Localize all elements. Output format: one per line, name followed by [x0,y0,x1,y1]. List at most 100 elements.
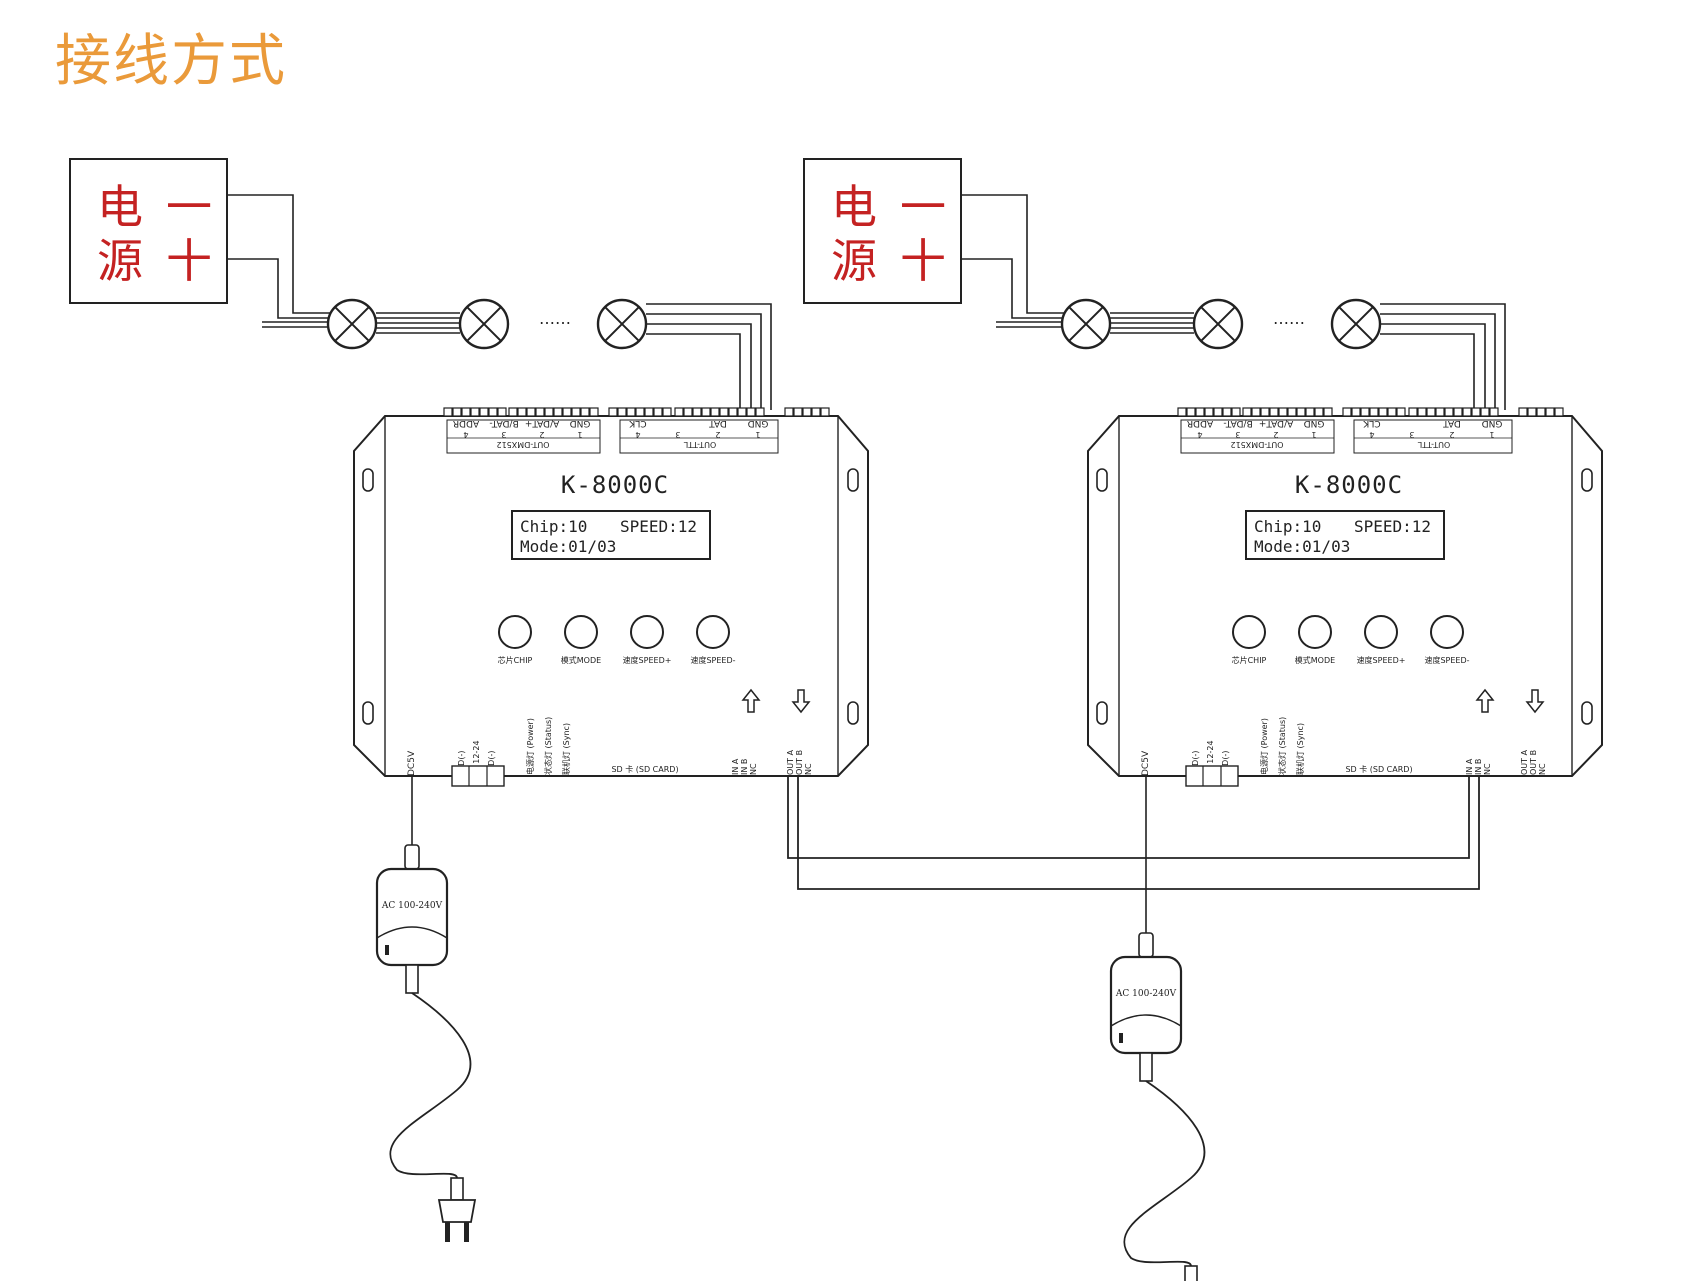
terminal-pin [508,407,518,417]
terminal-pin [811,407,821,417]
terminal-pin [470,407,480,417]
bulb-cross-b [1200,306,1236,342]
dmx-pin-label: GND [1304,418,1325,428]
dmx-pin-label: B/DAT- [489,418,518,428]
ttl-group-label: OUT-TTL [683,440,716,449]
terminal-pin [784,407,794,417]
ttl-pin-label: DAT [1443,418,1461,428]
terminal-pin [1314,407,1324,417]
dmx-pin-number: 2 [539,430,544,439]
power-minus-symbol: 一 [166,180,212,234]
lcd-speed: SPEED:12 [1354,517,1431,536]
status-led-label: 状态灯 (Status) [1277,717,1287,775]
terminal-pin [1536,407,1546,417]
adapter-voltage-label: AC 100-240V [1115,989,1177,999]
terminal-pin [1231,407,1241,417]
terminal-pin [719,407,729,417]
led-bulb-2 [458,298,510,350]
controller-model: K-8000C [561,471,669,499]
control-button-label: 模式MODE [561,655,601,665]
terminal-pin [793,407,803,417]
power-minus-symbol: 一 [900,180,946,234]
terminal-pin [710,407,720,417]
chain-ellipsis: …… [539,309,571,328]
out-port-label: NC [1538,763,1547,775]
terminal-pin [1323,407,1333,417]
terminal-pin [1489,407,1499,417]
terminal-pin [535,407,545,417]
power-wire-plus [227,258,330,319]
terminal-pin [1342,407,1352,417]
power-supply-label-bottom: 源 [97,234,143,288]
terminal-pin [692,407,702,417]
power-supply-label-top: 电 [831,180,877,234]
out-port-label: OUT B [1529,750,1538,775]
power-adapter: AC 100-240V [375,776,477,1242]
input-arrow-icon [1475,688,1495,713]
dc-input-label: GND(-) [457,751,466,778]
lcd-display [511,510,711,560]
lcd-speed: SPEED:12 [620,517,697,536]
dmx-pin-number: 3 [501,430,506,439]
led-chain: …… [326,298,648,350]
dmx-pin-number: 1 [577,430,582,439]
terminal-pin [701,407,711,417]
terminal-pin [1417,407,1427,417]
adapter-led-icon [385,945,389,955]
dc5v-label: DC5V [407,750,417,776]
terminal-pin [644,407,654,417]
power-wires [961,194,1064,328]
dc5v-label: DC5V [1141,750,1151,776]
dc-input-label: GND(-) [1191,751,1200,778]
ttl-pin-number: 3 [675,430,680,439]
lcd-chip: Chip:10 [1254,517,1321,536]
control-button-3 [630,615,664,649]
ttl-pin-number: 4 [635,430,640,439]
terminal-pin [662,407,672,417]
wiring-unit-left: 电源一十……ADDR4B/DAT-3A/DAT+2GND1OUT-DMX512C… [69,158,869,1242]
ttl-pin-number: 2 [715,430,720,439]
terminal-pin [461,407,471,417]
power-adapter: AC 100-240V [1109,776,1206,1281]
ttl-table-frame [1353,419,1513,454]
dmx-pin-label: GND [570,418,591,428]
terminal-pin [653,407,663,417]
control-button-label: 速度SPEED- [1424,655,1469,665]
terminal-pin [683,407,693,417]
link-wire-b [797,776,1480,890]
terminal-pin [497,407,507,417]
lcd-chip: Chip:10 [520,517,587,536]
dmx-pin-label: ADDR [1187,418,1213,428]
terminal-pin [626,407,636,417]
terminal-pin [553,407,563,417]
terminal-pin [1408,407,1418,417]
led-bulb-1 [1060,298,1112,350]
terminal-pin [1204,407,1214,417]
dc-input-terminal [451,765,505,787]
signal-wire-4 [646,333,741,410]
dc-input-label: DC 12-24 [1206,740,1215,778]
control-button-4 [1430,615,1464,649]
bulb-cross-b [1068,306,1104,342]
dc-input-label: GND(-) [1221,751,1230,778]
ttl-pin-label: GND [748,418,769,428]
terminal-pin [1287,407,1297,417]
mounting-hole-4 [847,701,859,725]
ttl-pin-number: 2 [1449,430,1454,439]
terminal-pin [1426,407,1436,417]
control-button-label: 芯片CHIP [498,655,533,665]
out-port-label: NC [804,763,813,775]
wiring-unit-right: 电源一十……ADDR4B/DAT-3A/DAT+2GND1OUT-DMX512C… [803,158,1603,1281]
adapter-curve [376,926,448,939]
adapter-voltage-label: AC 100-240V [381,901,443,911]
ttl-pin-label: GND [1482,418,1503,428]
power-supply-label-top: 电 [97,180,143,234]
in-port-label: IN B [740,759,749,775]
dmx-pin-label: ADDR [453,418,479,428]
dmx-pin-number: 3 [1235,430,1240,439]
signal-wire-4 [1380,333,1475,410]
mounting-hole-1 [1096,468,1108,492]
in-port-label: NC [1483,763,1492,775]
